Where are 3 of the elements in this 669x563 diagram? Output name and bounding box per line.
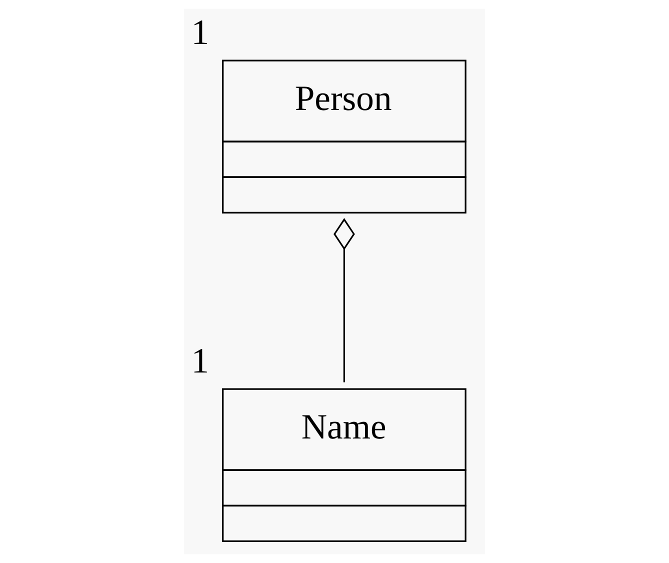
connector <box>334 218 355 382</box>
node-label: 1 <box>191 340 210 380</box>
node-label: 1 <box>191 12 210 52</box>
